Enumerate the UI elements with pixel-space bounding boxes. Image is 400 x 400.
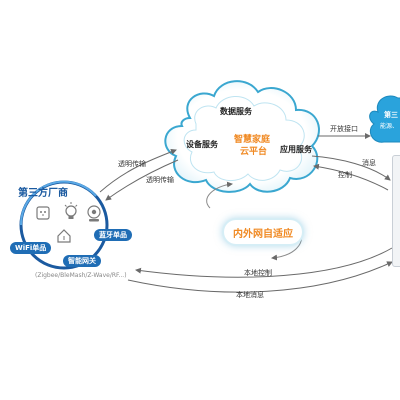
client-device-panel: [392, 155, 400, 267]
network-adaptive-label: 内外网自适应: [233, 228, 293, 240]
protocol-list: (Zigbee/BleMash/Z-Wave/RF...): [35, 272, 127, 279]
local-arrows: [127, 247, 393, 293]
socket-icon: [36, 206, 50, 220]
network-adaptive-box: 内外网自适应: [224, 220, 302, 244]
bluetooth-product-badge: 蓝牙单品: [94, 229, 132, 241]
gateway-icon: [57, 229, 71, 243]
vendor-title: 第三方厂商: [18, 188, 68, 199]
data-service-label: 数据服务: [220, 107, 252, 116]
camera-icon: [87, 205, 101, 222]
control-label: 控制: [338, 171, 352, 179]
platform-title-line1: 智慧家庭: [234, 135, 271, 145]
local-message-label: 本地消息: [236, 291, 264, 299]
transparent-transfer-label-1: 透明传输: [118, 160, 146, 168]
message-control-arrows: [311, 155, 391, 191]
bulb-icon: [64, 202, 78, 219]
message-label: 消息: [362, 159, 376, 167]
open-api-label: 开放接口: [330, 125, 358, 133]
local-control-label: 本地控制: [244, 269, 272, 277]
app-service-label: 应用服务: [280, 145, 312, 154]
smart-gateway-badge: 智能网关: [63, 255, 101, 267]
third-party-cloud-subtitle: 能源、: [380, 123, 399, 130]
transparent-transfer-arrows: [99, 148, 179, 201]
platform-title-line2: 云平台: [240, 147, 268, 157]
third-party-cloud-shape: [369, 95, 400, 143]
transparent-transfer-label-2: 透明传输: [146, 176, 174, 184]
third-party-cloud-title: 第三: [384, 111, 398, 119]
wifi-product-badge: WiFi单品: [10, 242, 52, 254]
cloud-platform-shape: [164, 80, 320, 193]
device-service-label: 设备服务: [186, 140, 218, 149]
